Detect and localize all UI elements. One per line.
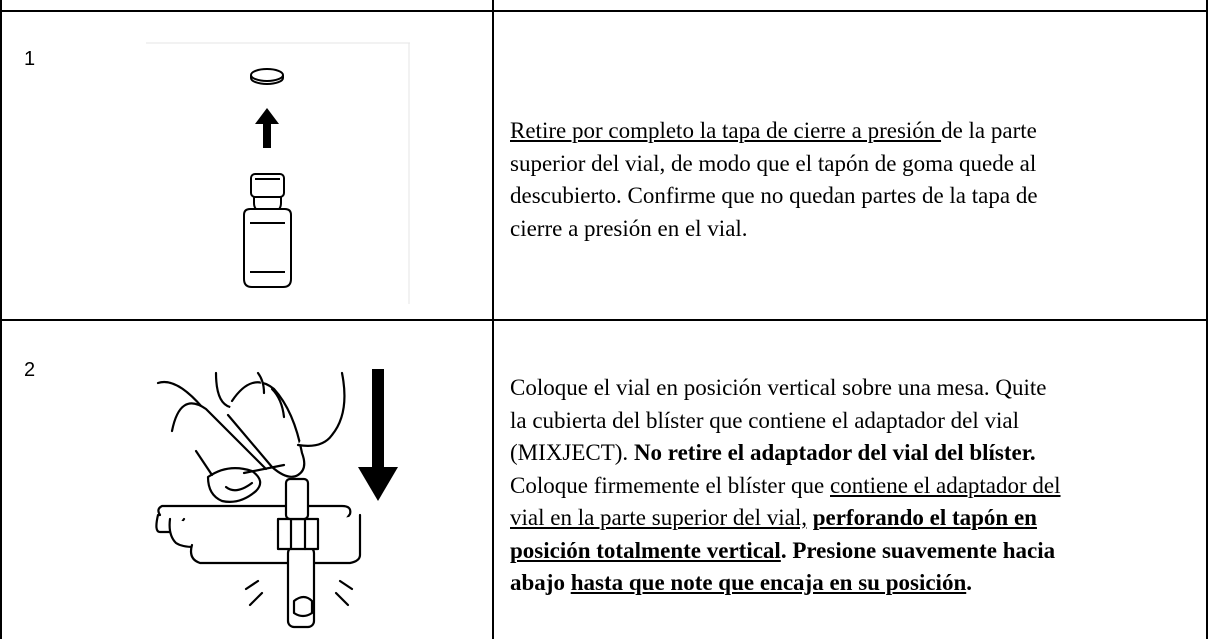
step-instructions: Retire por completo la tapa de cierre a … — [510, 115, 1192, 245]
hand-icon — [156, 371, 346, 503]
text-underlined: contiene el adaptador del — [830, 472, 1061, 498]
arrow-up-icon — [255, 108, 279, 148]
vial-adapter-icon — [276, 477, 320, 551]
text-underlined: vial en la parte superior del vial, — [510, 505, 807, 530]
step-number: 2 — [24, 359, 36, 381]
text-line: cierre a presión en el vial. — [510, 215, 748, 241]
text-bold: . Presione suavemente hacia — [780, 537, 1056, 563]
table-border-right — [1206, 0, 1208, 639]
text-bold: abajo — [510, 570, 571, 595]
text-run: de la parte — [941, 118, 1037, 143]
impact-marks-icon — [244, 579, 354, 607]
table-border-top — [0, 10, 1208, 12]
text-underlined: Retire por completo la tapa de cierre a … — [510, 118, 942, 143]
column-divider — [492, 0, 494, 639]
step-instructions: Coloque el vial en posición vertical sob… — [510, 372, 1192, 600]
table-border-left — [0, 0, 2, 639]
vial-cap-removal-illustration — [146, 42, 410, 304]
text-bold-underlined: posición totalmente vertical — [510, 537, 781, 563]
text-bold: No retire el adaptador del vial del blís… — [633, 440, 1036, 465]
vial-icon — [243, 173, 292, 288]
step-number: 1 — [24, 48, 36, 70]
text-bold-underlined: perforando el tapón en — [812, 505, 1037, 530]
blister-tray-icon — [155, 504, 362, 565]
text-line: Coloque el vial en posición vertical sob… — [510, 375, 1047, 400]
text-bold: . — [966, 570, 972, 595]
text-line: la cubierta del blíster que contiene el … — [510, 407, 1019, 433]
vial-icon — [286, 545, 316, 629]
row-divider — [0, 319, 1208, 321]
text-bold-underlined: hasta que note que encaja en su posición — [570, 570, 967, 595]
text-line: descubierto. Confirme que no quedan part… — [510, 183, 1038, 208]
text-run: Coloque firmemente el blíster que — [510, 472, 830, 498]
blister-adapter-press-illustration — [148, 369, 408, 639]
cap-disc-icon — [250, 68, 284, 85]
arrow-down-icon — [358, 369, 398, 501]
text-line: superior del vial, de modo que el tapón … — [510, 150, 1037, 176]
text-run: (MIXJECT). — [510, 440, 634, 465]
